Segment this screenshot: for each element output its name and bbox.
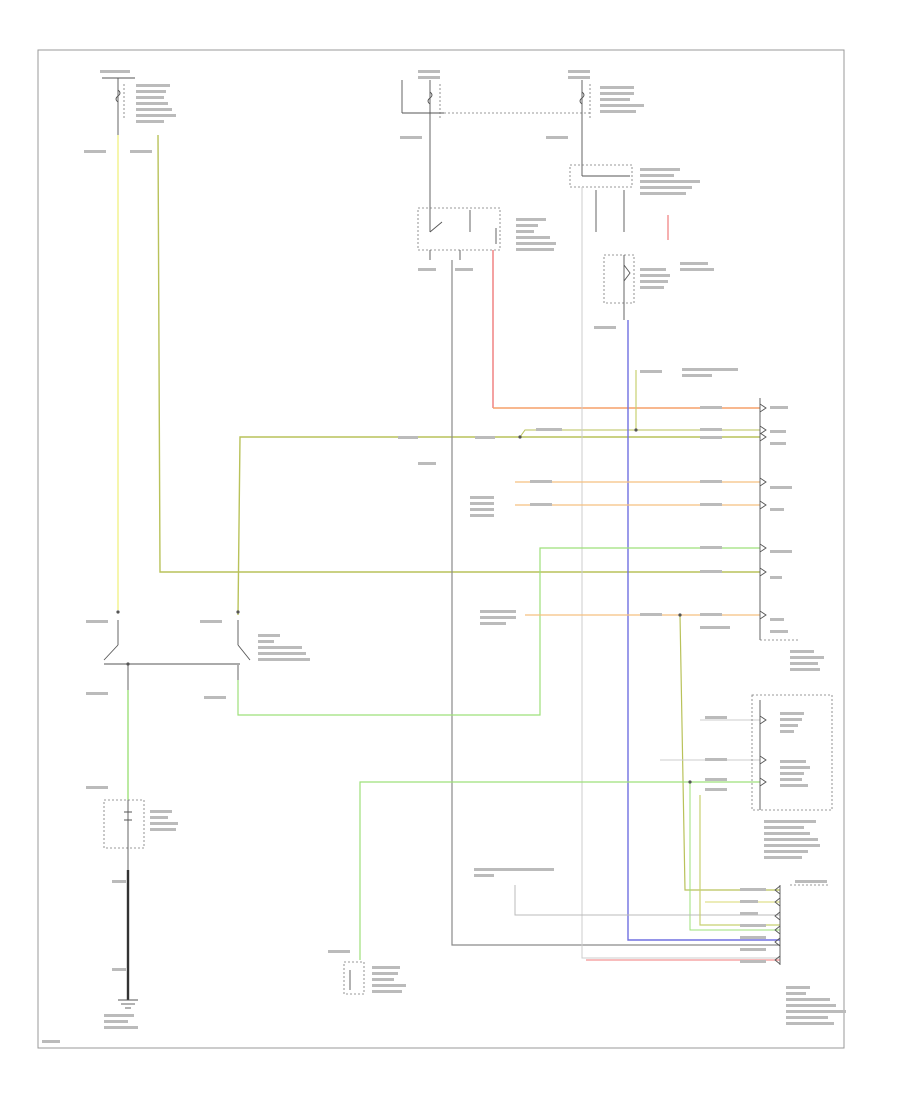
engine-module [759,398,800,641]
wire-grey-bottom [514,719,780,916]
wire-olive-bottom [699,795,780,926]
ground-left [118,999,138,1009]
fuse-top-left [102,77,135,135]
wire-orange-red [492,250,760,409]
wire-green-switch [237,547,760,716]
sensor-bottom [343,961,365,995]
wire-green-sensor [359,781,780,960]
fuse-top-center [401,80,590,134]
relay-center [417,134,501,260]
wire-olive-right [679,614,780,891]
fuel-tank-unit [103,799,145,870]
diagram-frame [37,49,845,1049]
wire-grey-center [451,260,780,946]
connector-right-mid [751,694,833,811]
wire-grey-right [581,187,780,959]
wire-orange-pair [515,481,760,506]
illegible-labels [42,70,846,1043]
relay-right [569,134,635,320]
switch-mid [237,620,251,680]
wire-yel-blk-437 [237,429,760,616]
wire-blue-purple [627,320,780,941]
splice-points [116,428,692,784]
switch-left [103,620,240,690]
fuse-top-right [579,80,591,134]
wire-yel-blk-upper [157,134,760,573]
connector-bottom-right [774,884,828,965]
